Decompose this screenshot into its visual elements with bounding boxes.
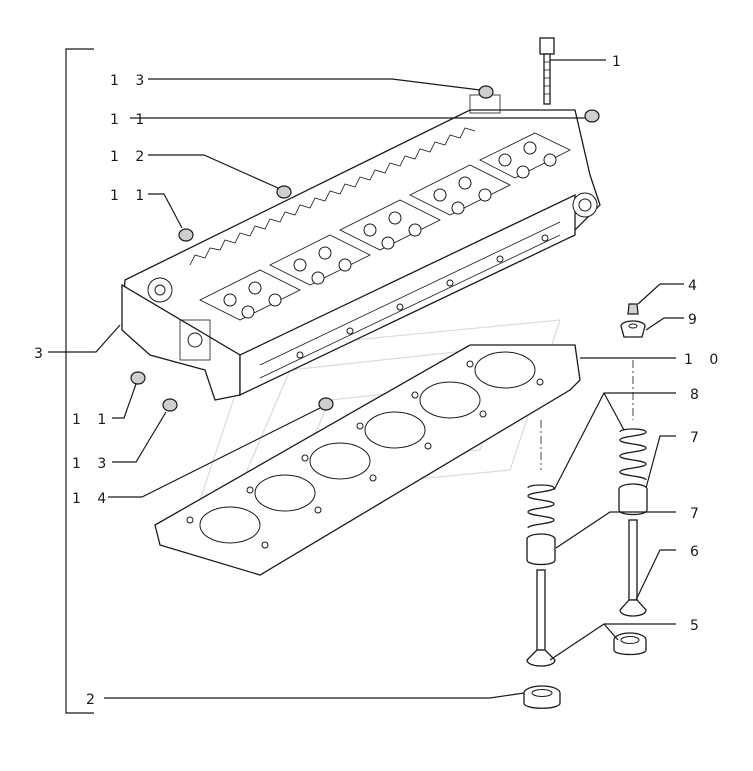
- callout-3: 3: [34, 346, 49, 362]
- plug-12: [276, 185, 292, 199]
- plug-13-front: [162, 398, 178, 412]
- leader-lines: [48, 59, 684, 699]
- callout-4: 4: [688, 278, 703, 294]
- callout-6: 6: [690, 544, 705, 560]
- callout-10: 1 0: [684, 352, 724, 368]
- plug-11-top: [584, 109, 600, 123]
- plug-11-mid: [178, 228, 194, 242]
- callout-7-upper: 7: [690, 430, 705, 446]
- callout-12: 1 2: [110, 149, 150, 165]
- valve-cotter: [627, 303, 639, 315]
- callout-labels: 1 2 3 4 5 6 7 7 8 9 1 0 1 1 1 1 1 1 1 2 …: [34, 54, 724, 708]
- spring-retainer: [620, 320, 646, 338]
- valve-spring-left: [527, 484, 555, 529]
- group-bracket: [65, 48, 94, 714]
- head-gasket: [154, 344, 581, 576]
- callout-11-front: 1 1: [72, 412, 112, 428]
- valve-right: [619, 519, 647, 617]
- callout-9: 9: [688, 312, 703, 328]
- valve-stem-seal-right: [618, 483, 648, 516]
- valve-left: [526, 569, 556, 667]
- valve-seat-right: [613, 632, 647, 656]
- callout-11-mid: 1 1: [110, 188, 150, 204]
- callout-5: 5: [690, 618, 705, 634]
- cylinder-head: [121, 94, 601, 401]
- plug-11-front: [130, 371, 146, 385]
- callout-7-lower: 7: [690, 506, 705, 522]
- plug-13-top: [478, 85, 494, 99]
- callout-13-front: 1 3: [72, 456, 112, 472]
- head-bolt: [539, 37, 555, 105]
- valve-spring-right: [619, 428, 647, 481]
- callout-11-top: 1 1: [110, 112, 150, 128]
- callout-2: 2: [86, 692, 101, 708]
- valve-seat-left: [523, 685, 561, 709]
- callout-8: 8: [690, 387, 705, 403]
- callout-14: 1 4: [72, 491, 112, 507]
- callout-13-top: 1 3: [110, 73, 150, 89]
- callout-1: 1: [612, 54, 627, 70]
- valve-stem-seal-left: [526, 533, 556, 566]
- plug-14: [318, 397, 334, 411]
